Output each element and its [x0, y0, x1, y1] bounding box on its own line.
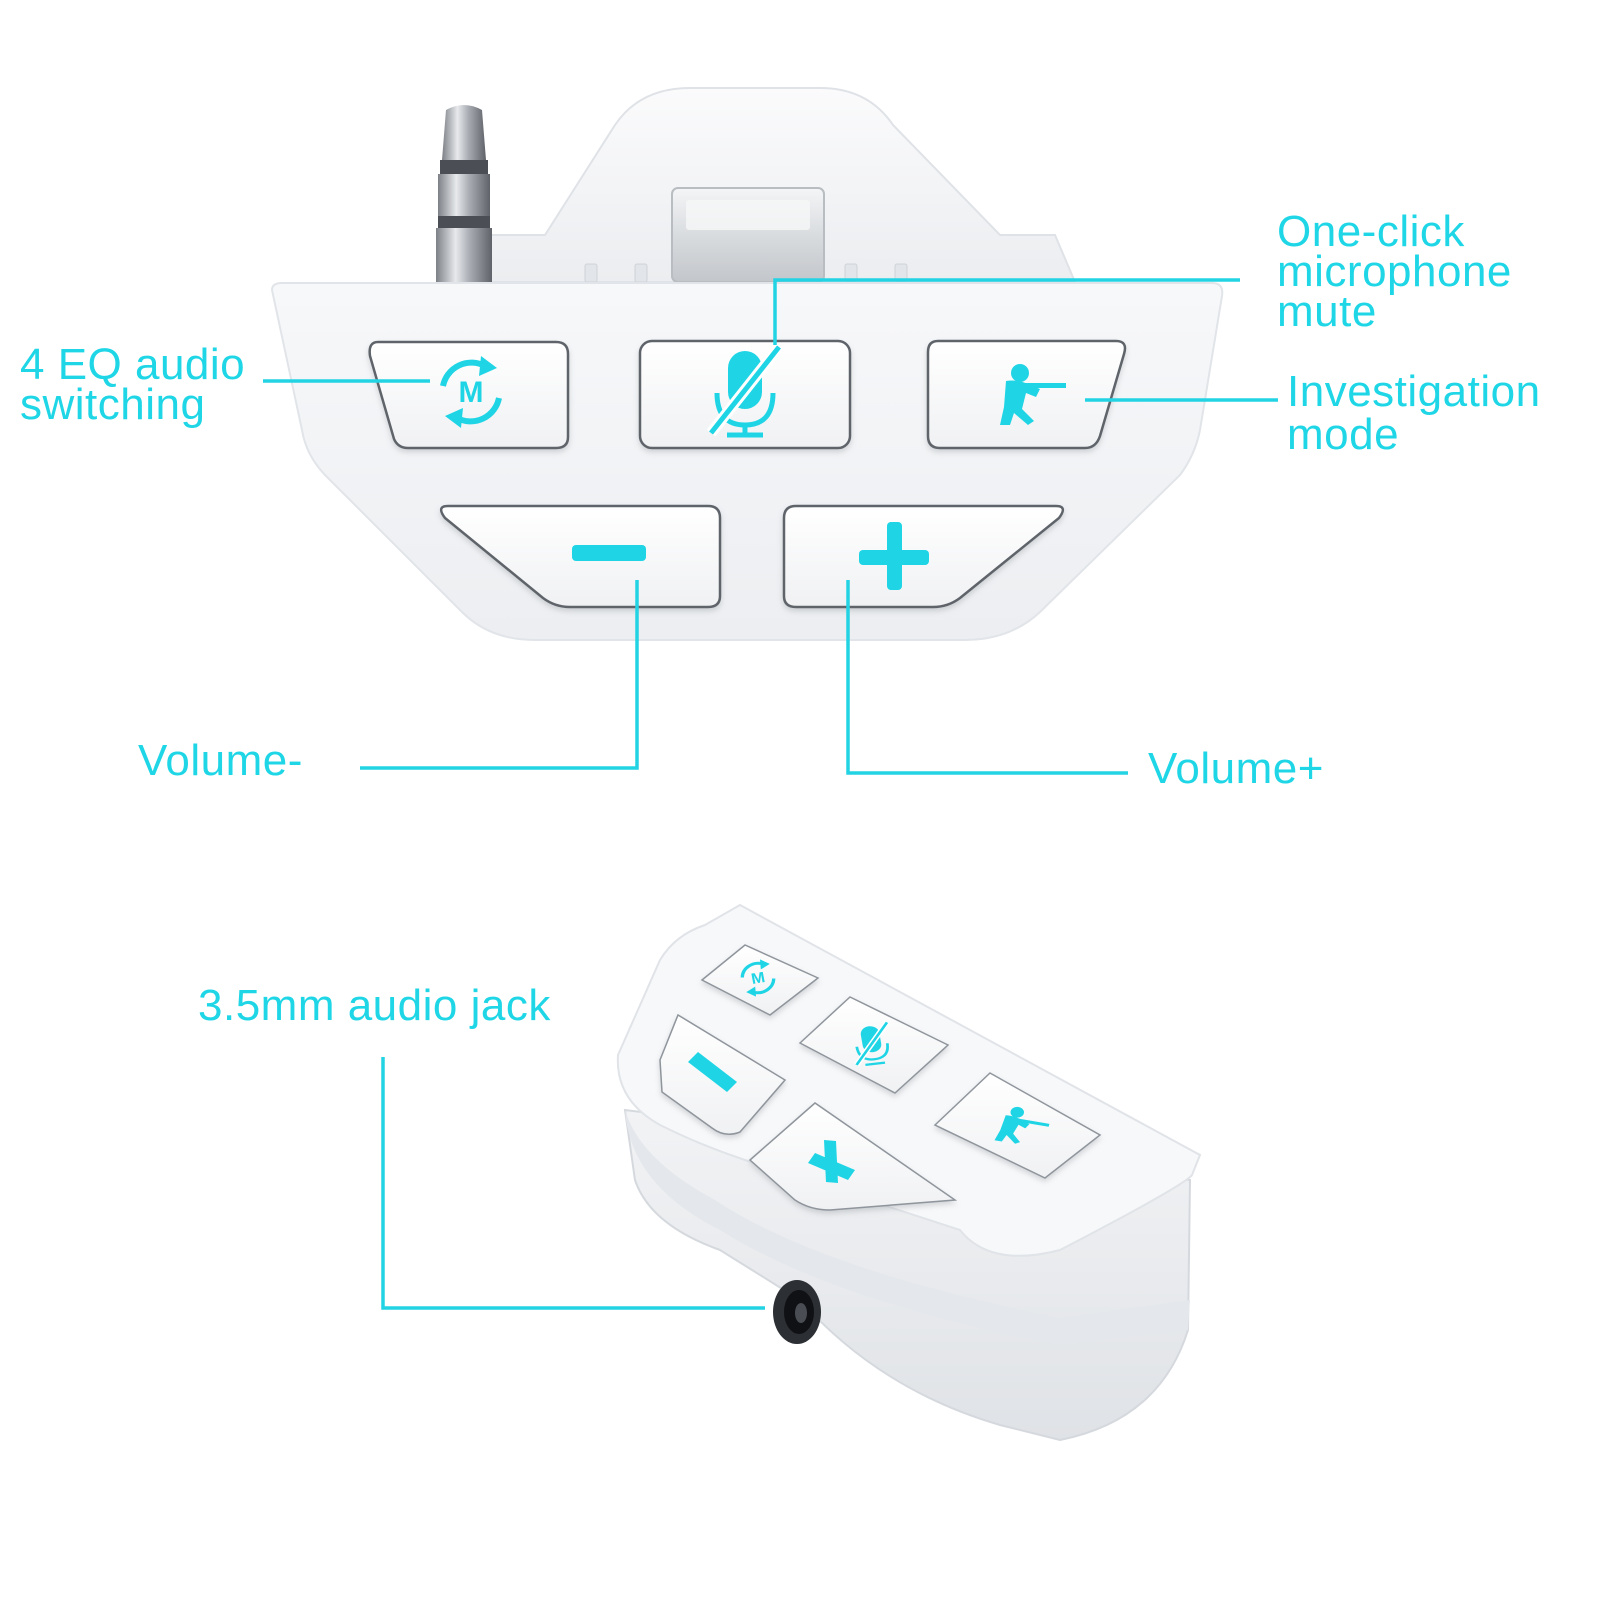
angled-minus-icon	[688, 1052, 737, 1092]
leader-lines	[263, 278, 1278, 1310]
eq-button-glyph: M	[459, 376, 484, 409]
audio-jack-leader	[381, 1057, 765, 1310]
investigation-mode-label: Investigation mode	[1287, 367, 1541, 459]
audio-jack-port	[773, 1280, 821, 1344]
minus-icon	[572, 545, 646, 561]
device-front-view: M	[270, 87, 1224, 641]
device-body	[270, 282, 1224, 641]
volume-minus-label: Volume-	[138, 736, 303, 785]
angled-eq-glyph: M	[750, 970, 767, 988]
volume-minus-leader	[360, 580, 639, 770]
angled-soldier-icon	[994, 1106, 1050, 1144]
volume-plus-leader	[846, 580, 1128, 775]
angled-volume-plus-button[interactable]	[748, 1102, 958, 1211]
angled-plus-icon	[808, 1140, 855, 1183]
device-angled-view: M	[616, 903, 1202, 1442]
eq-switching-label: 4 EQ audio switching	[20, 340, 246, 429]
soldier-sniper-icon	[1000, 364, 1066, 425]
rear-housing	[438, 87, 1077, 283]
audio-jack-label: 3.5mm audio jack	[198, 981, 551, 1030]
angled-mic-muted-icon	[853, 1021, 890, 1067]
microphone-muted-icon	[706, 343, 784, 438]
plus-icon	[859, 522, 929, 590]
usb-connector	[671, 187, 825, 283]
mic-mute-label: One-click microphone mute	[1277, 207, 1512, 336]
angled-eq-button[interactable]	[700, 944, 820, 1016]
m-cycle-icon: M	[440, 356, 502, 428]
mic-mute-leader	[773, 278, 1240, 345]
angled-m-cycle-icon: M	[740, 959, 776, 997]
eq-switch-button[interactable]	[368, 340, 570, 450]
audio-plug	[436, 105, 492, 282]
device-skirt	[625, 1110, 1190, 1345]
volume-plus-label: Volume+	[1148, 744, 1324, 793]
investigation-mode-button[interactable]	[926, 339, 1127, 450]
